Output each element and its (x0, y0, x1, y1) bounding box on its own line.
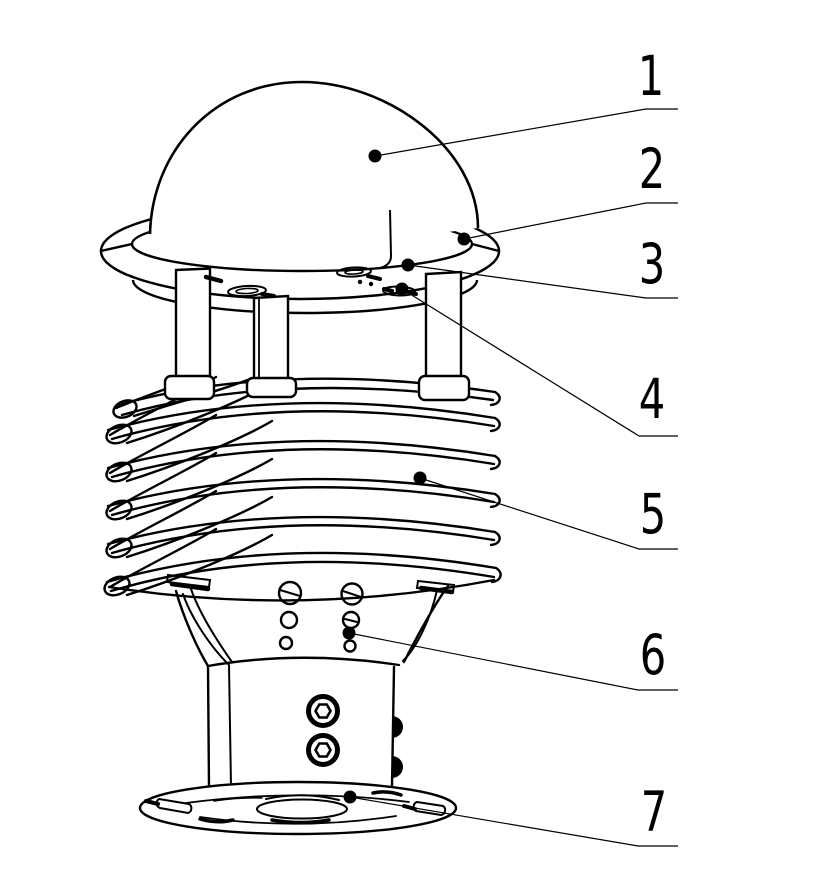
support-pillar-center (245, 294, 298, 399)
callout-7-label: 7 (641, 780, 667, 844)
callout-5-dot (413, 471, 427, 485)
flange-hub (256, 798, 348, 820)
plate-dot-1 (357, 279, 363, 285)
leader-lines (348, 108, 678, 847)
callout-7-dot (343, 790, 357, 804)
callout-2-leader (463, 202, 678, 240)
plate-dot-2 (368, 281, 374, 287)
plate-slot-c-bar-right (406, 290, 418, 296)
callout-6-leader (348, 632, 678, 691)
callout-6-label: 6 (640, 623, 666, 687)
pillar-center-foot (245, 376, 298, 399)
base-flange (138, 780, 458, 836)
collar-seam (379, 209, 393, 269)
callout-3-dot (401, 258, 415, 272)
callout-1-label: 1 (638, 44, 664, 108)
callout-2-dot (457, 232, 471, 246)
dome-fill (150, 82, 478, 242)
neck-holes (277, 580, 364, 653)
support-pillar-left (163, 267, 216, 401)
plate-slot-b (336, 266, 372, 278)
cylinder-housing (206, 664, 396, 790)
front-connectors (306, 694, 340, 767)
callout-7-leader (349, 796, 678, 847)
hole-right-middle-slot (344, 618, 358, 623)
callout-5-label: 5 (640, 482, 666, 546)
plate-slot-a-bar (260, 292, 276, 298)
flange-slot-right (412, 800, 447, 817)
louver-plate-5 (105, 489, 501, 559)
plate-slot-c-bar-left (382, 287, 394, 293)
dome (148, 80, 480, 242)
hole-left-middle (279, 610, 299, 630)
flange-hub-lower-arc (270, 818, 331, 825)
connector-lower-ring (306, 733, 340, 767)
louver-plate-4 (105, 451, 501, 521)
dome-outline (148, 80, 480, 235)
plate-slot-a (227, 284, 267, 298)
callout-labels: 1 2 3 4 5 6 7 (638, 44, 667, 844)
connector-lower-hex (313, 742, 332, 758)
callout-4-label: 4 (639, 367, 665, 431)
louver-stack (103, 368, 502, 602)
support-pillars (163, 267, 471, 402)
flange-slot-left-bar (144, 799, 160, 806)
callout-6-dot (342, 626, 356, 640)
callout-4-dot (395, 282, 409, 296)
callout-3-label: 3 (639, 232, 665, 296)
flange-surface-arc-left (198, 817, 235, 824)
callout-5-leader (419, 477, 678, 550)
tapered-neck (174, 584, 450, 668)
screw-slot-left (279, 589, 301, 597)
support-pillar-right (417, 270, 471, 402)
louver-plate-3 (105, 413, 501, 483)
gland-bump-upper (392, 716, 403, 738)
callouts: 1 2 3 4 5 6 7 (342, 44, 678, 847)
flange-surface-line (213, 797, 263, 802)
connector-upper-ring (306, 694, 340, 728)
hole-left-bottom (278, 635, 294, 651)
flange-hub-upper-arc (265, 794, 340, 801)
pillar-left-foot (163, 374, 216, 401)
screw-hole-left-top (277, 580, 303, 606)
leader-dots (342, 149, 471, 804)
callout-4-leader (401, 288, 678, 437)
callout-1-leader (374, 108, 678, 157)
pillar-right-foot (417, 374, 471, 402)
callout-2-label: 2 (639, 137, 665, 201)
screw-slot-right (342, 590, 362, 598)
lower-body (174, 580, 450, 790)
hole-right-bottom (343, 639, 357, 653)
pillar-left-junction-mark (203, 274, 224, 284)
plate-slot-a-inner (235, 287, 259, 295)
louver-base-plate (103, 527, 502, 602)
screw-hole-right-top (340, 582, 364, 606)
base-plate-slot-left-bar (169, 581, 211, 592)
plate-slot-b-bar (366, 274, 382, 281)
gland-bump-lower (392, 756, 403, 778)
side-gland-bumps (392, 716, 403, 778)
plate-slot-b-inner (344, 269, 364, 275)
callout-3-leader (407, 264, 678, 299)
callout-1-dot (368, 149, 382, 163)
flange-surface-arc-right (371, 790, 403, 797)
connector-upper-hex (313, 703, 332, 719)
